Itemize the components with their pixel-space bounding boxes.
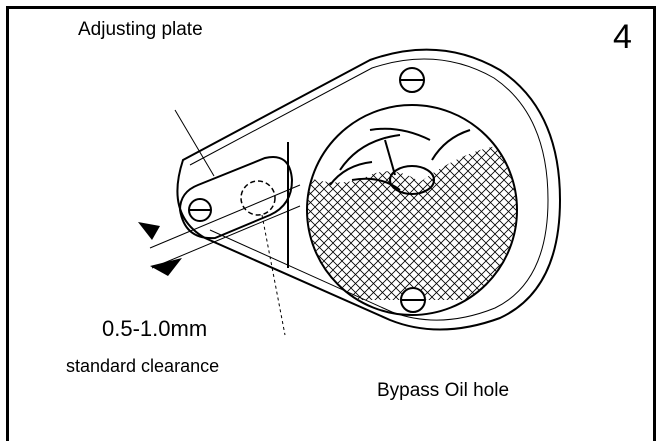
clearance-arrow-top [138, 222, 160, 240]
adjusting-plate [178, 156, 294, 240]
rotor-chamber [306, 104, 518, 316]
clearance-label: standard clearance [66, 356, 220, 376]
leader-clearance [261, 214, 286, 336]
housing-inner-edge [189, 58, 549, 321]
clearance-value: 0.5-1.0mm [102, 316, 208, 341]
housing-screw-bottom [400, 287, 426, 313]
label-adjusting-plate: Adjusting plate [78, 19, 203, 40]
label-bypass-oil-hole: Bypass Oil hole [377, 380, 510, 401]
clearance-arrow-bottom [150, 258, 182, 276]
leader-adjusting-plate [174, 109, 215, 177]
housing-screw-top [399, 67, 425, 93]
rotor-vanes [329, 127, 471, 195]
figure-number: 4 [613, 18, 632, 56]
